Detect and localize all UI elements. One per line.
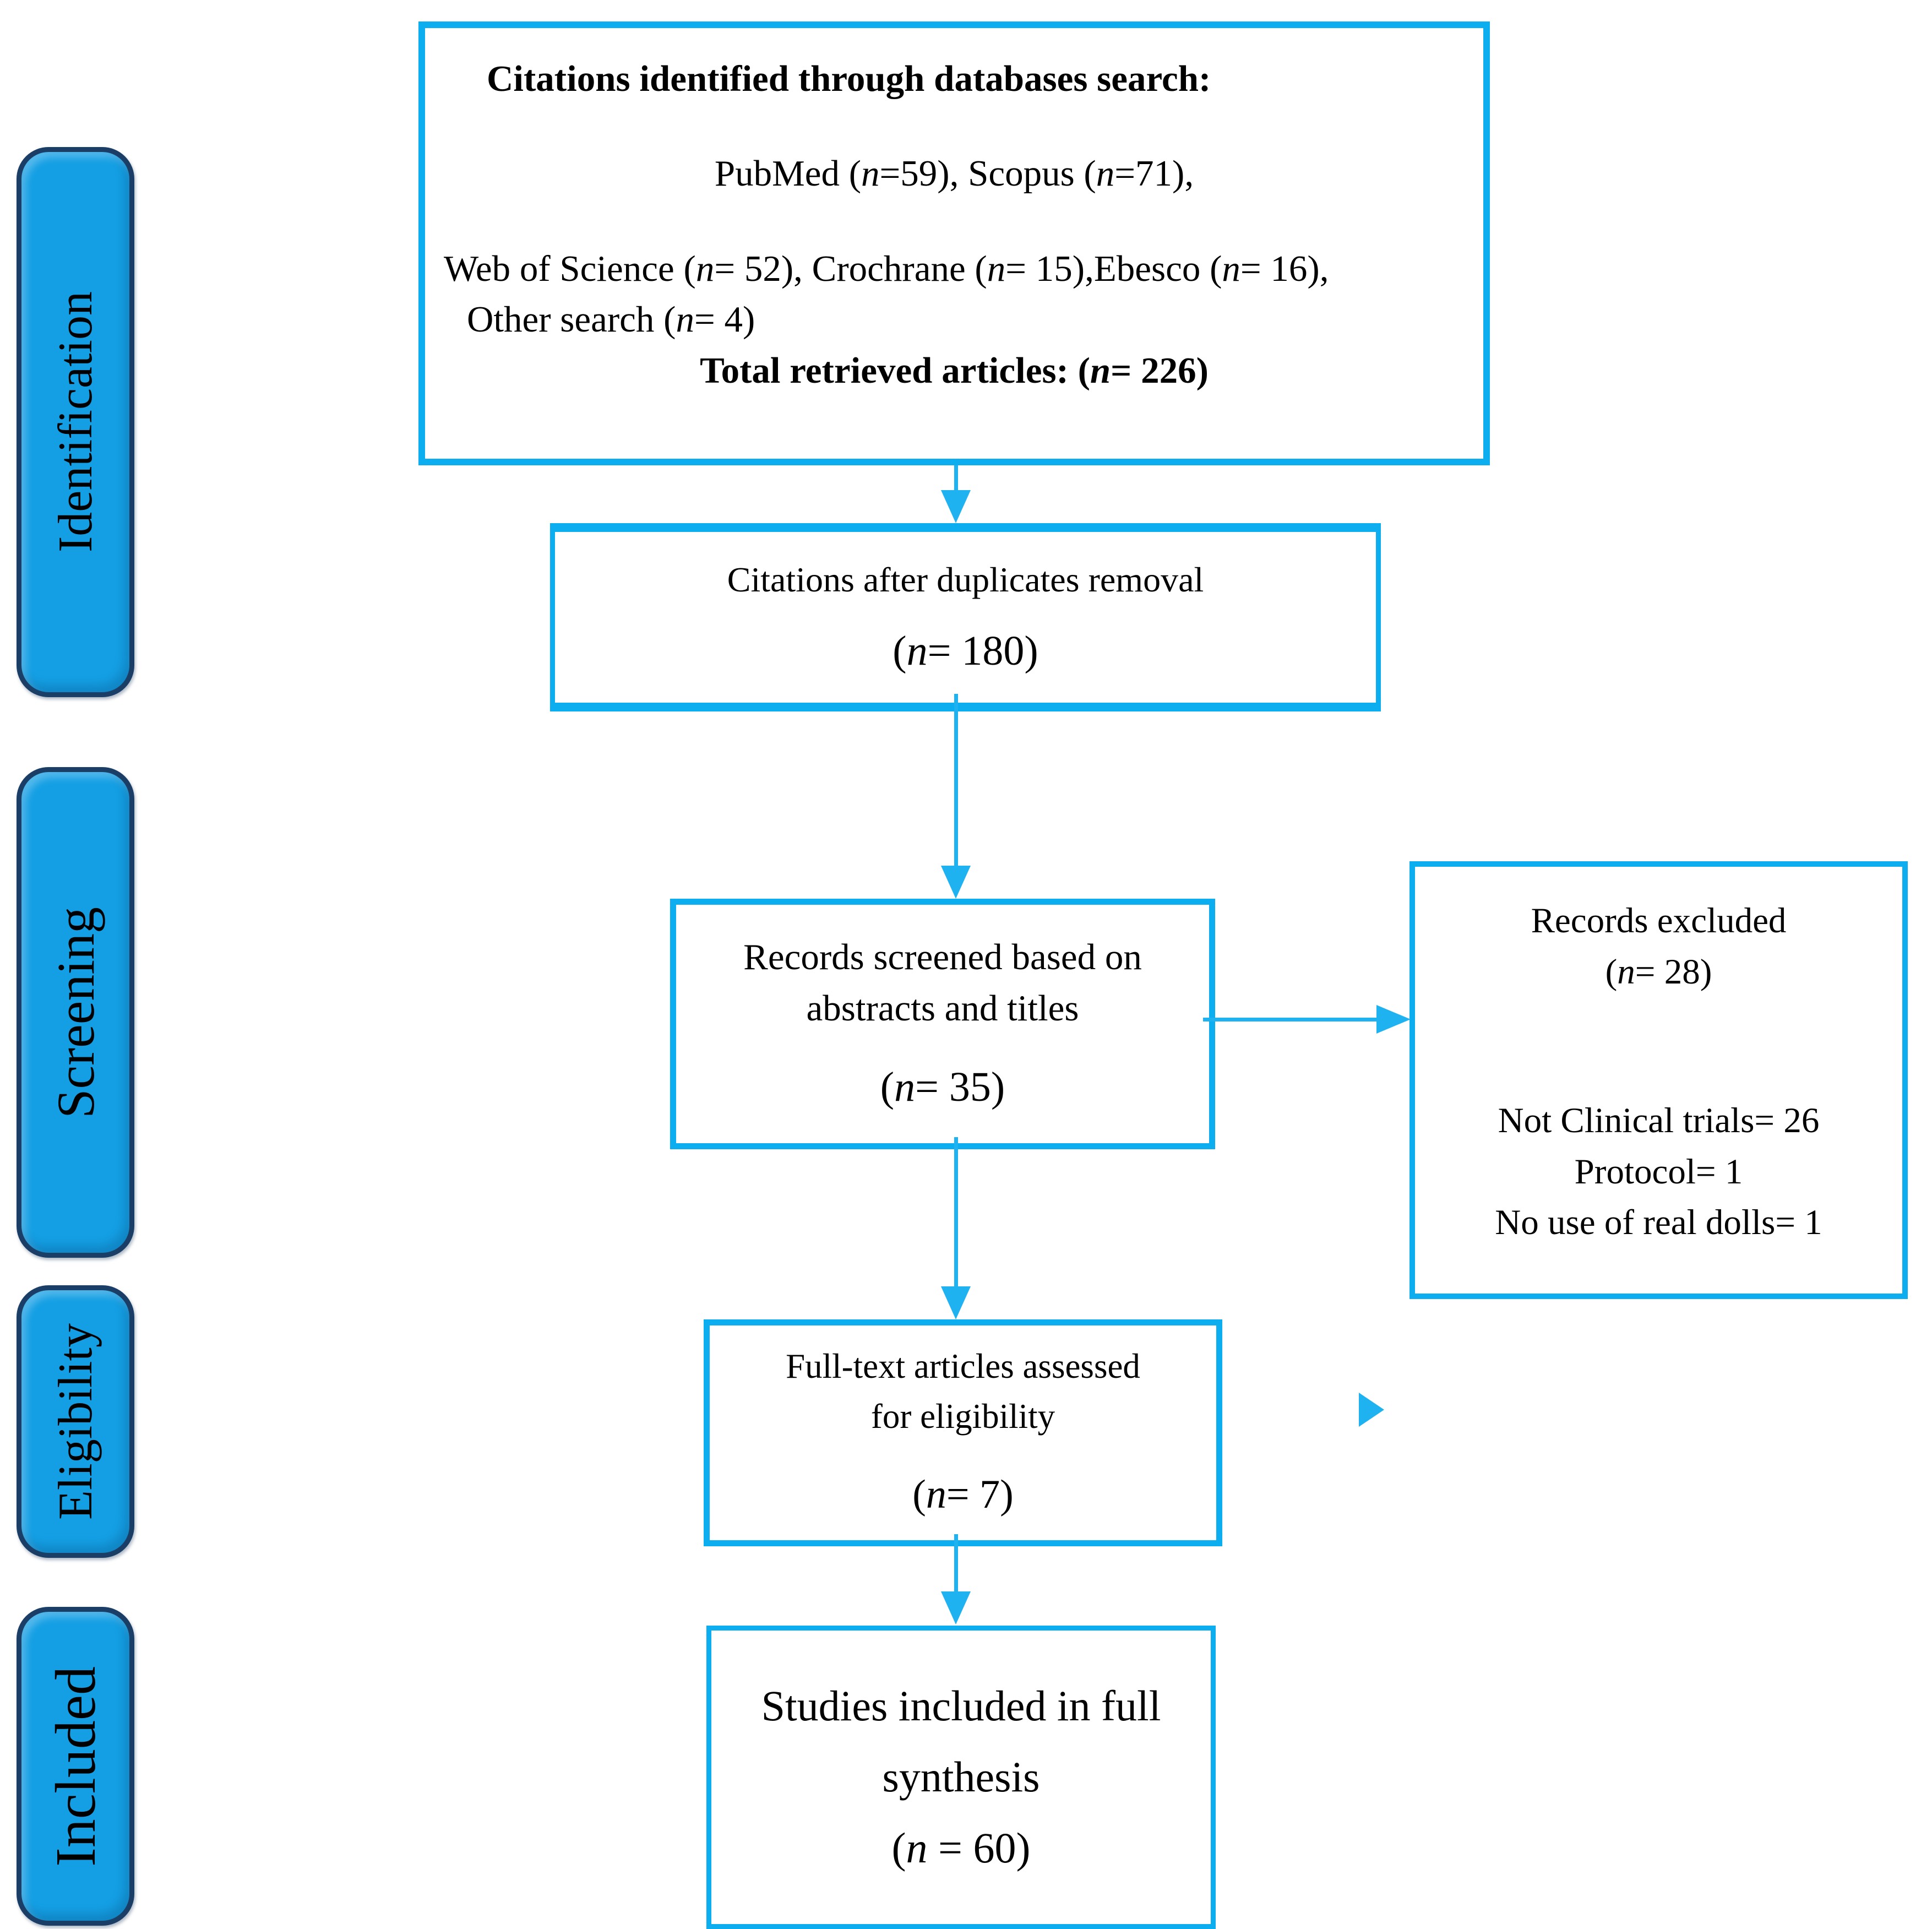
studies-included-box: Studies included in full synthesis (n = 60… <box>706 1626 1216 1929</box>
records-screened-box: Records screened based on abstracts and t… <box>670 899 1215 1149</box>
text-line: Full-text articles assessed <box>786 1347 1140 1385</box>
text-line: (n = 60) <box>891 1823 1031 1872</box>
text-line: abstracts and titles <box>806 988 1079 1029</box>
text-line: Other search (n= 4) <box>467 299 755 340</box>
arrow-dedup-to-screened-line <box>954 694 958 867</box>
text-line: (n= 35) <box>880 1064 1005 1111</box>
arrow-screened-to-excluded-line <box>1203 1018 1379 1021</box>
fulltext-assessed-box: Full-text articles assessed for eligibili… <box>704 1319 1222 1546</box>
text-line: (n= 28) <box>1605 952 1712 992</box>
text-line: Records excluded <box>1531 901 1787 941</box>
text-line: Total retrieved articles: (n= 226) <box>700 350 1209 391</box>
text-line: Studies included in full <box>761 1682 1161 1730</box>
arrowhead-down-icon <box>941 1591 971 1624</box>
records-excluded-box: Records excluded (n= 28) Not Clinical tria… <box>1409 861 1908 1299</box>
arrow-identified-to-dedup-line <box>954 465 958 496</box>
stage-label-identification: Identification <box>17 147 134 697</box>
arrow-fulltext-to-included-line <box>954 1534 958 1594</box>
stage-label-text: Included <box>43 1666 107 1867</box>
stage-label-text: Screening <box>46 906 105 1118</box>
stage-label-screening: Screening <box>17 767 134 1258</box>
stage-label-text: Eligibility <box>48 1323 102 1520</box>
arrow-screened-to-fulltext-line <box>954 1137 958 1289</box>
text-line: Records screened based on <box>743 936 1142 977</box>
text-line: (n= 180) <box>892 627 1038 674</box>
stage-label-eligibility: Eligibility <box>17 1285 134 1558</box>
text-line: Protocol= 1 <box>1574 1151 1743 1192</box>
citations-identified-box: Citations identified through databases s… <box>418 21 1490 465</box>
arrowhead-down-icon <box>941 866 971 899</box>
text-line: PubMed (n=59), Scopus (n=71), <box>714 153 1194 194</box>
text-line: Citations identified through databases s… <box>487 58 1211 99</box>
stray-arrowhead-right-icon <box>1359 1393 1384 1427</box>
text-line: Citations after duplicates removal <box>727 559 1204 599</box>
text-line: for eligibility <box>870 1397 1055 1436</box>
stage-label-text: Identification <box>48 291 102 553</box>
stage-label-included: Included <box>17 1607 134 1926</box>
duplicates-removed-box: Citations after duplicates removal (n= 18… <box>550 523 1381 711</box>
text-line: synthesis <box>882 1753 1040 1801</box>
text-line: Web of Science (n= 52), Crochrane (n= 15… <box>444 248 1329 289</box>
arrowhead-down-icon <box>941 490 971 523</box>
text-line: No use of real dolls= 1 <box>1495 1203 1822 1242</box>
text-line: (n= 7) <box>912 1471 1014 1517</box>
arrowhead-down-icon <box>941 1286 971 1319</box>
text-line: Not Clinical trials= 26 <box>1498 1101 1820 1140</box>
arrowhead-right-icon <box>1376 1005 1411 1034</box>
